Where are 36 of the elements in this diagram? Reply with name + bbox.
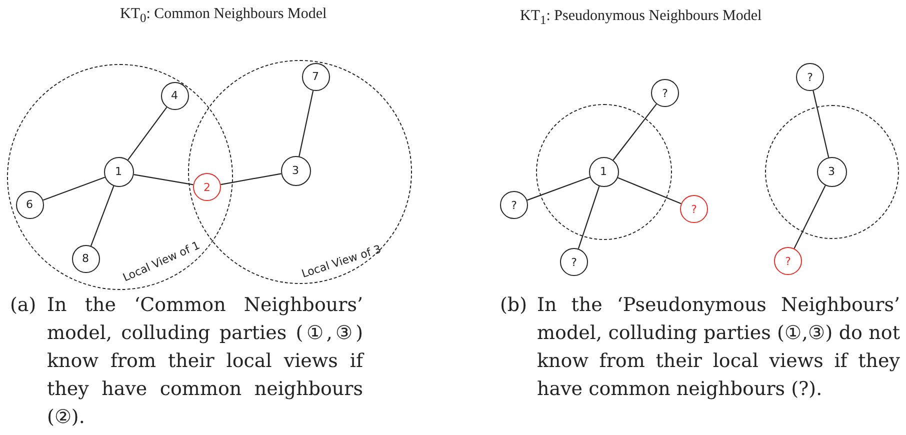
local-view-circle xyxy=(765,105,899,239)
graph-vertex: ? xyxy=(680,195,708,223)
graph-vertex: ? xyxy=(651,79,679,107)
graph-vertex: ? xyxy=(774,247,802,275)
edge-line xyxy=(127,106,168,160)
view-label: Local View of 3 xyxy=(300,242,382,280)
edge-line xyxy=(134,174,194,186)
graph-vertex: 4 xyxy=(160,82,188,110)
edge-line xyxy=(90,186,114,246)
graph-vertex: 2 xyxy=(193,173,221,201)
edge-line xyxy=(578,186,600,249)
view-label: Local View of 1 xyxy=(120,238,202,284)
local-view-circle xyxy=(536,104,672,240)
graph-vertex: ? xyxy=(796,63,824,91)
edge-line xyxy=(220,173,282,186)
graph-vertex: 7 xyxy=(302,62,330,90)
edge-line xyxy=(42,176,106,201)
edge-line xyxy=(812,90,830,158)
caption-text: In the ‘Common Neighbours’ model, colluding parties (①,③) know from their local views if they have common neighbours (②). xyxy=(47,293,363,430)
graph-vertex: ? xyxy=(560,248,588,276)
panel-title: KT$_{1}$: Pseudonymous Neighbours Model xyxy=(520,8,762,28)
caption-text: In the ‘Pseudonymous Neighbours’ model, colluding parties (①,③) do not know from their local views if they have common neighbours (?). xyxy=(537,293,900,402)
panel-title: KT$_{0}$: Common Neighbours Model xyxy=(120,6,327,26)
caption-letter: (b) xyxy=(500,293,527,318)
graph-vertex: 3 xyxy=(816,156,846,186)
graph-vertex: 8 xyxy=(72,244,100,272)
graph-vertex: 3 xyxy=(280,156,310,186)
edge-line xyxy=(298,90,314,156)
caption-letter: (a) xyxy=(10,293,36,318)
edge-line xyxy=(794,185,826,249)
edge-line xyxy=(612,104,657,160)
edge-line xyxy=(526,176,590,201)
graph-vertex: ? xyxy=(500,191,528,219)
graph-vertex: 6 xyxy=(16,190,44,218)
graph-vertex: 1 xyxy=(588,156,618,186)
graph-vertex: 1 xyxy=(104,156,134,186)
